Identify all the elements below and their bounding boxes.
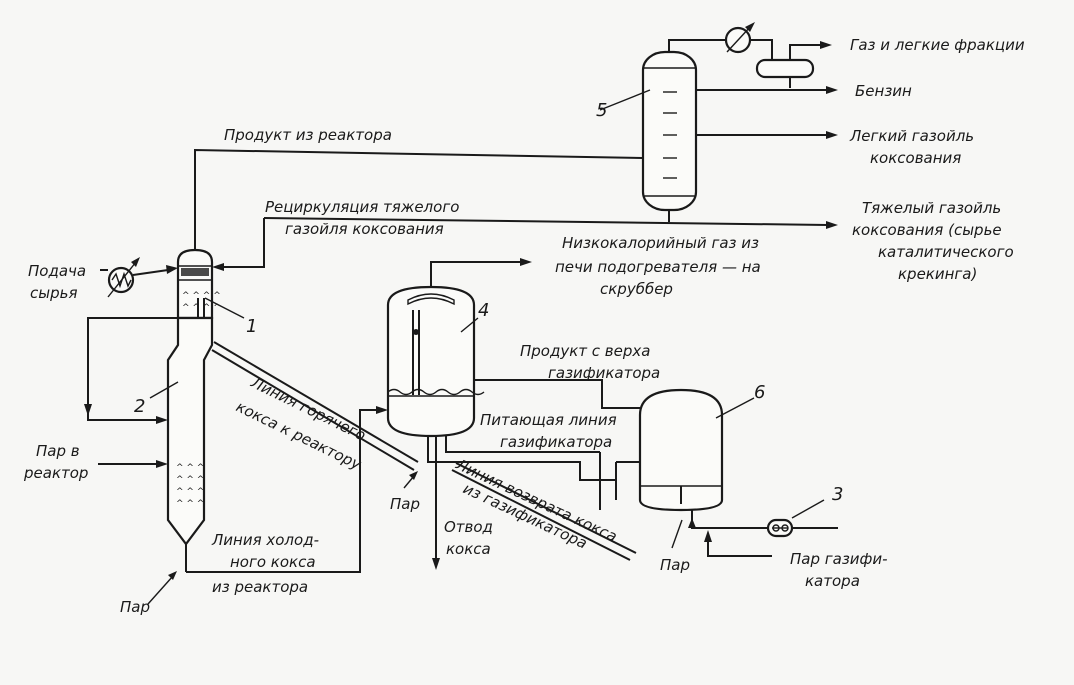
light-gasoil-label-1: Легкий газойль [849, 127, 974, 145]
overhead-system [668, 22, 832, 88]
gasifier-vessel [638, 388, 724, 512]
fractionator-column [641, 50, 698, 212]
gasoline-label: Бензин [855, 82, 912, 100]
steam-right-label: Пар [660, 556, 690, 574]
cold-coke-label-2: ного кокса [230, 553, 316, 571]
heavy-gasoil-label-3: каталитического [878, 243, 1014, 261]
heavy-gasoil-label-2: коксования (сырье [852, 221, 1002, 239]
low-gas-label-1: Низкокалорийный газ из [562, 234, 759, 252]
label-5: 5 [596, 100, 607, 121]
recycle-label-2: газойля коксования [285, 220, 444, 238]
heater-vessel [386, 285, 485, 438]
low-gas-label-2: печи подогревателя — на [555, 258, 761, 276]
svg-text:^ ^ ^: ^ ^ ^ [176, 475, 204, 485]
feed-label-2: сырья [30, 284, 77, 302]
steam-reactor-label-2: реактор [23, 464, 88, 482]
separator-drum [755, 58, 815, 79]
label-3: 3 [832, 484, 843, 505]
svg-text:^ ^ ^ ^: ^ ^ ^ ^ [182, 303, 221, 313]
steam-mid-label: Пар [390, 495, 420, 513]
cold-coke-label-3: из реактора [212, 578, 308, 596]
feed-gasifier-label-1: Питающая линия [480, 411, 617, 429]
gasifier-top-label-1: Продукт с верха [520, 342, 650, 360]
feed-heater [100, 257, 178, 298]
coke-out-label-1: Отвод [444, 518, 493, 536]
light-gasoil-label-2: коксования [870, 149, 961, 167]
svg-text:^ ^ ^: ^ ^ ^ [176, 487, 204, 497]
recycle-label-1: Рециркуляция тяжелого [265, 198, 459, 216]
svg-text:^ ^ ^: ^ ^ ^ [176, 463, 204, 473]
svg-text:^ ^ ^: ^ ^ ^ [176, 499, 204, 509]
gas-light-fractions-label: Газ и легкие фракции [850, 36, 1025, 54]
label-6: 6 [754, 382, 765, 403]
gasifier-steam-label-1: Пар газифи- [790, 550, 888, 568]
label-4: 4 [478, 300, 489, 321]
heavy-gasoil-label-1: Тяжелый газойль [862, 199, 1001, 217]
label-1: 1 [246, 316, 257, 337]
svg-text:^ ^ ^ ^: ^ ^ ^ ^ [182, 291, 221, 301]
stripper-vessel: ^ ^ ^ ^ ^ ^ ^ ^ ^ ^ ^ ^ [166, 316, 214, 546]
leader-5 [599, 89, 651, 111]
coke-out-label-2: кокса [446, 540, 491, 558]
feed-label-1: Подача [28, 262, 86, 280]
low-gas-label-3: скруббер [600, 280, 673, 298]
cold-coke-label-1: Линия холод- [211, 531, 319, 549]
product-from-reactor-label: Продукт из реактора [224, 126, 392, 144]
heavy-gasoil-label-4: крекинга) [898, 265, 977, 283]
steam-reactor-label-1: Пар в [36, 442, 80, 460]
gasifier-steam-label-2: катора [805, 572, 860, 590]
label-2: 2 [134, 396, 145, 417]
blower-icon [766, 518, 794, 538]
feed-gasifier-label-2: газификатора [500, 433, 612, 451]
gasifier-top-label-2: газификатора [548, 364, 660, 382]
steam-bottom-label: Пар [120, 598, 150, 616]
